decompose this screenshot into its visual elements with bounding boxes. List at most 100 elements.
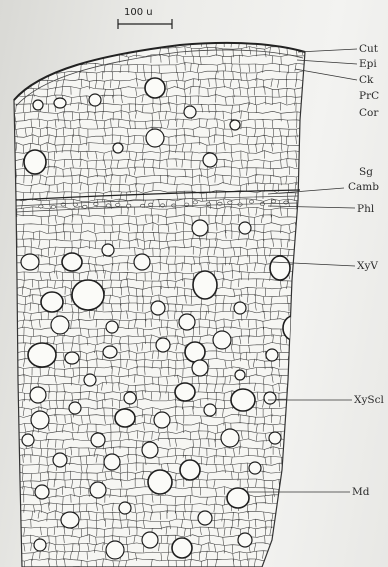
vessel [69,402,81,414]
leader-ck [295,69,357,80]
phloem-cell [206,203,210,206]
vessel [193,271,217,299]
vessel [51,316,69,334]
vessel [35,485,49,499]
vessel [156,338,170,352]
phloem-cell [271,200,275,203]
vessel [119,502,131,514]
vessel [41,292,63,312]
phloem-cell [83,205,87,208]
vessel [30,387,46,403]
vessel [180,460,200,480]
vessel [65,352,79,364]
vessel [142,442,158,458]
vessel [84,374,96,386]
vessel [103,346,117,358]
phloem-cell [51,205,55,208]
phloem-cell [106,204,110,207]
vessel [227,488,249,508]
phloem-cell [172,204,176,207]
vessel [185,342,205,362]
vessel [154,412,170,428]
vessel [204,404,216,416]
vessel [198,511,212,525]
vessel [115,409,135,427]
vessel [106,321,118,333]
vessel [230,120,240,130]
vessel [106,541,124,559]
vessel [239,222,251,234]
label-cor: Cor [359,107,378,119]
vessel [24,150,46,174]
vessel [148,470,172,494]
vessel [91,433,105,447]
phloem-cell [116,203,120,206]
label-prc: PrC [359,90,379,102]
phloem-cell [126,204,130,207]
phloem-cell [228,201,232,204]
scale-bar [118,19,172,29]
vessel [113,143,123,153]
vessel [54,98,66,108]
label-xyscl: XyScl [354,394,384,406]
vessel [22,434,34,446]
vessel [142,532,158,548]
vessel [270,256,290,280]
vessel [134,254,150,270]
vessel [238,533,252,547]
vessel [104,454,120,470]
vessel [192,220,208,236]
vessel [283,316,303,340]
vessel [231,389,255,411]
vessel [235,370,245,380]
phloem-cell [193,201,197,204]
leader-cut [298,49,357,52]
vessel [151,301,165,315]
vessel [61,512,79,528]
phloem-cell [94,202,98,205]
vessel [266,349,278,361]
label-cut: Cut [359,43,378,55]
leader-epi [297,60,357,64]
vessel [172,538,192,558]
scale-bar-label: 100 u [124,7,153,18]
vessel [145,78,165,98]
vessel [53,453,67,467]
label-camb: Camb [348,181,379,193]
vessel [221,429,239,447]
vessel [72,280,104,310]
vessel [146,129,164,147]
label-md: Md [352,486,369,498]
vessel [21,254,39,270]
vessel [102,244,114,256]
vessel [90,482,106,498]
vessel [31,411,49,429]
vessel [175,383,195,401]
phloem-cell [249,200,253,203]
phloem-cell [149,203,153,206]
phloem-cell [73,203,77,206]
label-phl: Phl [357,203,374,215]
vessel [89,94,101,106]
vessel [62,253,82,271]
vessel [184,106,196,118]
label-xyv: XyV [357,260,378,272]
vessel [264,392,276,404]
vessel [124,392,136,404]
vessel [33,100,43,110]
label-sg: Sg [359,166,373,178]
vessel [269,432,281,444]
vessel [192,360,208,376]
vessel [234,302,246,314]
phloem-cell [284,201,288,204]
vessel [34,539,46,551]
vessel [249,462,261,474]
label-epi: Epi [359,58,377,70]
vessel [213,331,231,349]
vessel [203,153,217,167]
vessel [179,314,195,330]
phloem-cell [39,205,43,208]
label-ck: Ck [359,74,373,86]
